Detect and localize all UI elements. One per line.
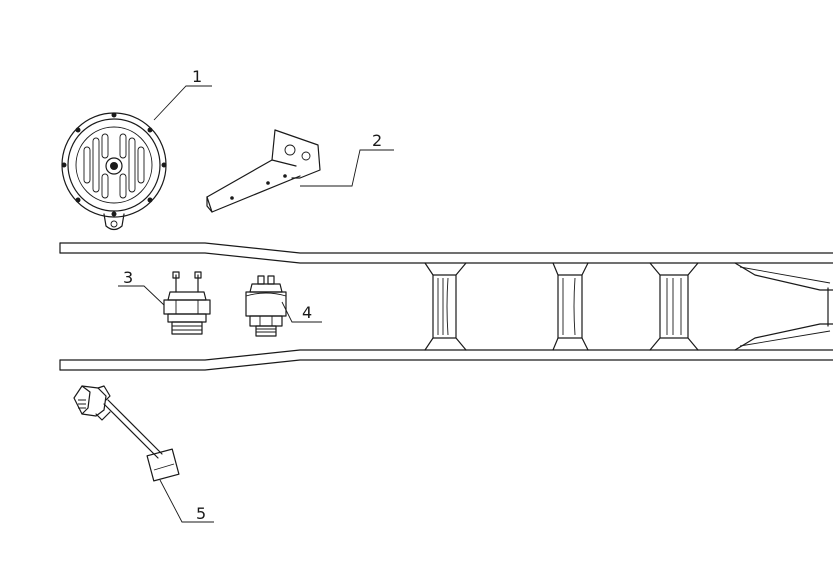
callout-3: 3 <box>118 268 165 306</box>
callout-label: 1 <box>192 67 202 86</box>
callout-label: 5 <box>196 504 206 523</box>
horn-bracket <box>206 129 321 213</box>
callout-label: 2 <box>372 131 382 150</box>
callout-5: 5 <box>159 479 214 523</box>
horn <box>61 112 167 231</box>
cross-member <box>424 262 467 351</box>
cross-member <box>734 262 833 351</box>
callout-label: 3 <box>123 268 133 287</box>
harness-connector <box>73 385 180 482</box>
callout-1: 1 <box>153 67 212 121</box>
pressure-sensor <box>245 275 287 337</box>
cross-member <box>649 262 699 351</box>
chassis-frame <box>59 242 833 371</box>
cross-member <box>552 262 589 351</box>
callout-4: 4 <box>281 301 322 323</box>
pressure-switch <box>163 271 211 335</box>
callout-label: 4 <box>302 303 312 322</box>
callout-2: 2 <box>300 131 394 187</box>
